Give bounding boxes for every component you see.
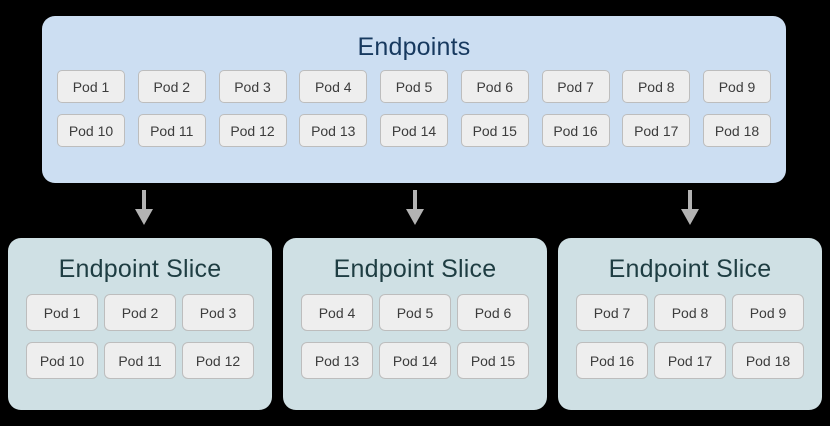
pod-chip[interactable]: Pod 3: [218, 70, 287, 103]
pod-chip[interactable]: Pod 2: [104, 294, 176, 331]
pod-chip[interactable]: Pod 18: [732, 342, 804, 379]
endpoint-slice-pod-grid: Pod 4 Pod 5 Pod 6 Pod 13 Pod 14 Pod 15: [301, 294, 529, 390]
pod-chip[interactable]: Pod 4: [301, 294, 373, 331]
pod-chip[interactable]: Pod 13: [299, 114, 368, 147]
arrow-down-icon: [401, 190, 429, 226]
pod-chip[interactable]: Pod 11: [104, 342, 176, 379]
pod-chip[interactable]: Pod 13: [301, 342, 373, 379]
pod-chip[interactable]: Pod 2: [137, 70, 206, 103]
pod-chip[interactable]: Pod 8: [622, 70, 691, 103]
endpoint-slice-pod-row-2: Pod 13 Pod 14 Pod 15: [301, 342, 529, 379]
pod-chip[interactable]: Pod 5: [380, 70, 448, 103]
arrow-to-slice-2: [401, 190, 429, 226]
endpoint-slice-pod-row-2: Pod 16 Pod 17 Pod 18: [576, 342, 804, 379]
pod-chip[interactable]: Pod 7: [541, 70, 610, 103]
pod-chip[interactable]: Pod 7: [576, 294, 648, 331]
pod-chip[interactable]: Pod 1: [26, 294, 98, 331]
endpoint-slice-pod-row-1: Pod 4 Pod 5 Pod 6: [301, 294, 529, 331]
pod-chip[interactable]: Pod 12: [182, 342, 254, 379]
pod-chip[interactable]: Pod 12: [218, 114, 287, 147]
endpoints-pod-row-2: Pod 10 Pod 11 Pod 12 Pod 13 Pod 14 Pod 1…: [57, 114, 771, 147]
endpoints-title: Endpoints: [357, 33, 471, 61]
pod-chip[interactable]: Pod 8: [654, 294, 726, 331]
pod-chip[interactable]: Pod 16: [576, 342, 648, 379]
pod-chip[interactable]: Pod 14: [379, 342, 451, 379]
pod-chip[interactable]: Pod 11: [137, 114, 206, 147]
endpoint-slice-pod-row-1: Pod 7 Pod 8 Pod 9: [576, 294, 804, 331]
arrow-to-slice-1: [130, 190, 158, 226]
pod-chip[interactable]: Pod 14: [380, 114, 448, 147]
pod-chip[interactable]: Pod 10: [57, 114, 125, 147]
endpoint-slice-panel-2: Endpoint Slice Pod 4 Pod 5 Pod 6 Pod 13 …: [283, 238, 547, 410]
endpoint-slice-pod-grid: Pod 7 Pod 8 Pod 9 Pod 16 Pod 17 Pod 18: [576, 294, 804, 390]
endpoint-slice-pod-row-2: Pod 10 Pod 11 Pod 12: [26, 342, 254, 379]
endpoint-slice-pod-row-1: Pod 1 Pod 2 Pod 3: [26, 294, 254, 331]
pod-chip[interactable]: Pod 9: [732, 294, 804, 331]
arrow-down-icon: [130, 190, 158, 226]
endpoint-slice-panel-3: Endpoint Slice Pod 7 Pod 8 Pod 9 Pod 16 …: [558, 238, 822, 410]
pod-chip[interactable]: Pod 1: [57, 70, 125, 103]
pod-chip[interactable]: Pod 15: [457, 342, 529, 379]
endpoint-slice-pod-grid: Pod 1 Pod 2 Pod 3 Pod 10 Pod 11 Pod 12: [26, 294, 254, 390]
endpoints-pod-row-1: Pod 1 Pod 2 Pod 3 Pod 4 Pod 5 Pod 6 Pod …: [57, 70, 771, 103]
pod-chip[interactable]: Pod 4: [299, 70, 368, 103]
endpoint-slice-title: Endpoint Slice: [333, 255, 497, 283]
pod-chip[interactable]: Pod 17: [654, 342, 726, 379]
pod-chip[interactable]: Pod 9: [703, 70, 771, 103]
arrow-to-slice-3: [676, 190, 704, 226]
pod-chip[interactable]: Pod 16: [541, 114, 610, 147]
pod-chip[interactable]: Pod 3: [182, 294, 254, 331]
endpoint-slice-title: Endpoint Slice: [58, 255, 222, 283]
endpoint-slice-title: Endpoint Slice: [608, 255, 772, 283]
pod-chip[interactable]: Pod 18: [703, 114, 771, 147]
pod-chip[interactable]: Pod 17: [622, 114, 691, 147]
pod-chip[interactable]: Pod 6: [457, 294, 529, 331]
pod-chip[interactable]: Pod 5: [379, 294, 451, 331]
pod-chip[interactable]: Pod 15: [460, 114, 529, 147]
endpoint-slice-panel-1: Endpoint Slice Pod 1 Pod 2 Pod 3 Pod 10 …: [8, 238, 272, 410]
arrow-down-icon: [676, 190, 704, 226]
pod-chip[interactable]: Pod 10: [26, 342, 98, 379]
endpoints-pod-grid: Pod 1 Pod 2 Pod 3 Pod 4 Pod 5 Pod 6 Pod …: [57, 70, 771, 158]
endpoints-panel: Endpoints Pod 1 Pod 2 Pod 3 Pod 4 Pod 5 …: [42, 16, 786, 183]
pod-chip[interactable]: Pod 6: [460, 70, 529, 103]
